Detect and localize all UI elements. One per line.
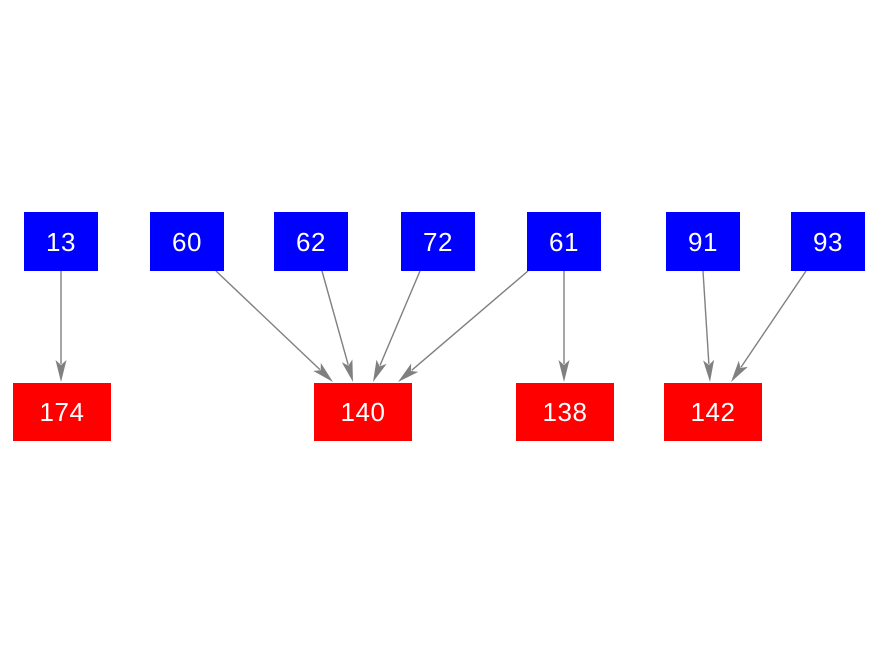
graph-node-72[interactable]: 72 bbox=[401, 212, 475, 271]
edge-arrowhead bbox=[558, 360, 570, 382]
edge-shaft bbox=[215, 270, 321, 371]
edge-arrowhead bbox=[703, 359, 715, 382]
node-label: 13 bbox=[46, 226, 76, 257]
graph-edge-62-to-140 bbox=[321, 270, 353, 382]
graph-edge-93-to-142 bbox=[731, 270, 807, 382]
node-label: 72 bbox=[423, 226, 453, 257]
node-label: 91 bbox=[688, 226, 718, 257]
edge-arrowhead bbox=[55, 360, 67, 382]
edge-arrowhead bbox=[373, 359, 387, 382]
edge-arrowhead bbox=[341, 359, 353, 382]
graph-node-60[interactable]: 60 bbox=[150, 212, 224, 271]
edge-shaft bbox=[702, 270, 710, 365]
graph-edge-13-to-174 bbox=[55, 271, 67, 382]
graph-edge-72-to-140 bbox=[373, 270, 421, 382]
graph-node-174[interactable]: 174 bbox=[13, 383, 111, 441]
edge-shaft bbox=[321, 270, 349, 365]
graph-node-91[interactable]: 91 bbox=[666, 212, 740, 271]
node-label: 142 bbox=[690, 397, 736, 427]
graph-node-61[interactable]: 61 bbox=[527, 212, 601, 271]
edge-shaft bbox=[740, 270, 807, 368]
node-label: 62 bbox=[296, 226, 326, 257]
graph-node-142[interactable]: 142 bbox=[664, 383, 762, 441]
edge-shaft bbox=[379, 270, 421, 366]
node-label: 138 bbox=[542, 397, 588, 427]
graph-node-62[interactable]: 62 bbox=[274, 212, 348, 271]
node-label: 174 bbox=[39, 397, 85, 427]
node-label: 61 bbox=[549, 226, 579, 257]
graph-edge-61-to-138 bbox=[558, 271, 570, 382]
graph-node-93[interactable]: 93 bbox=[791, 212, 865, 271]
edge-arrowhead bbox=[398, 363, 419, 382]
graph-edge-61-to-140 bbox=[398, 270, 529, 382]
node-label: 93 bbox=[813, 226, 843, 257]
node-label: 140 bbox=[340, 397, 386, 427]
graph-node-140[interactable]: 140 bbox=[314, 383, 412, 441]
graph-node-13[interactable]: 13 bbox=[24, 212, 98, 271]
edge-arrowhead bbox=[313, 362, 333, 382]
edge-arrowhead bbox=[731, 360, 748, 382]
edge-shaft bbox=[411, 270, 529, 371]
graph-edge-60-to-140 bbox=[215, 270, 333, 382]
graph-node-138[interactable]: 138 bbox=[516, 383, 614, 441]
node-label: 60 bbox=[172, 226, 202, 257]
graph-edge-91-to-142 bbox=[702, 270, 715, 382]
